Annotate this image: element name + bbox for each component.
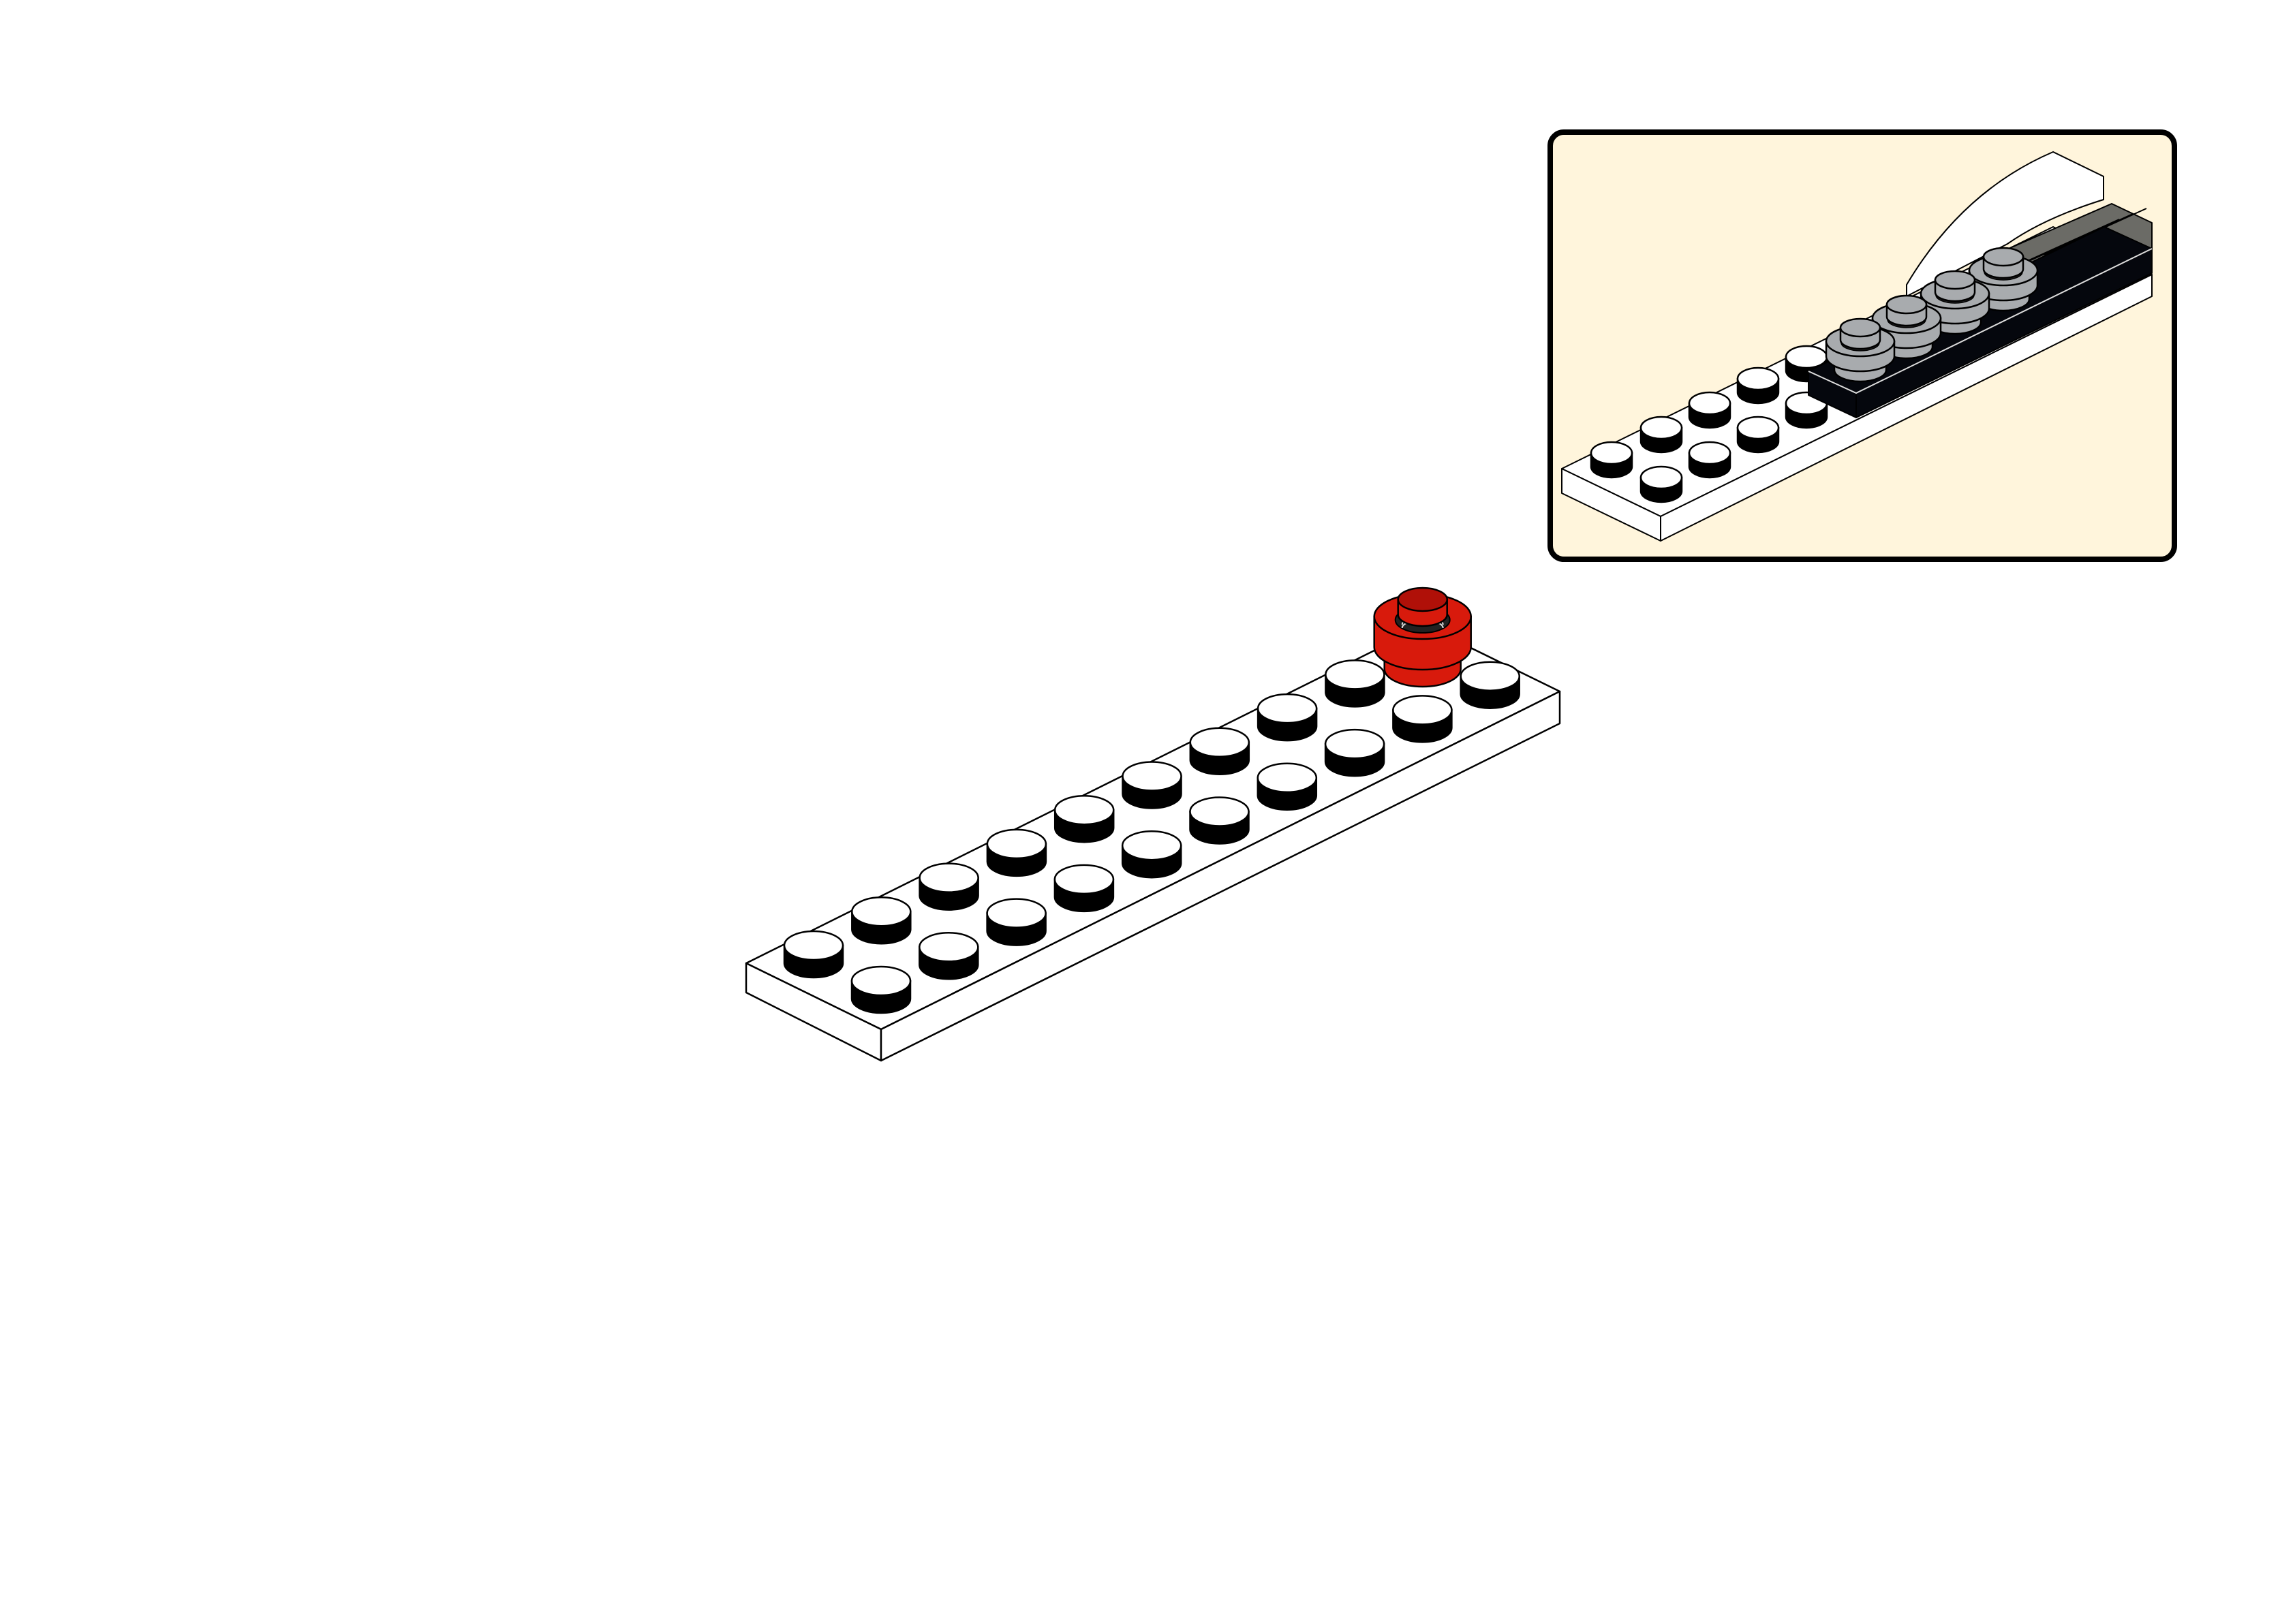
stud-top xyxy=(1053,794,1115,826)
stud-top xyxy=(1189,796,1250,827)
plate-stud xyxy=(986,828,1047,877)
plate-stud xyxy=(1053,864,1115,913)
plate-stud xyxy=(1189,796,1250,845)
stud-top xyxy=(1688,391,1731,416)
round-plate-stud xyxy=(1397,587,1448,627)
stud-top xyxy=(1590,441,1633,465)
inset-plate-stud xyxy=(1736,366,1780,405)
inset-plate-stud xyxy=(1736,416,1780,454)
stud-top xyxy=(1257,693,1318,724)
stud-top xyxy=(1934,270,1976,290)
stud-top xyxy=(986,898,1047,928)
inset-plate-stud xyxy=(1688,391,1731,429)
stud-top xyxy=(1122,761,1182,792)
plate-stud xyxy=(783,930,844,979)
stud-top xyxy=(986,828,1047,860)
plate-stud xyxy=(1189,727,1250,776)
stud-top xyxy=(1736,366,1780,391)
inset-gray-round-plate xyxy=(1825,317,1896,383)
inset-plate-front xyxy=(1660,274,2153,542)
plate-stud xyxy=(1257,693,1318,742)
stud-top xyxy=(1736,416,1780,440)
red-round-plate-new-part xyxy=(1373,587,1472,688)
black-edge-highlight xyxy=(1808,248,2153,394)
stud-top xyxy=(1885,294,1928,315)
callout-inset xyxy=(1547,129,2177,562)
main-assembly-step xyxy=(745,587,1561,1062)
plate-stud xyxy=(1392,695,1453,743)
stud-top xyxy=(1392,695,1453,725)
stud-top xyxy=(1460,661,1520,691)
stud-top xyxy=(851,896,912,927)
inset-gray-round-plate xyxy=(1920,270,1990,335)
gray-plate-stud xyxy=(1982,247,2024,279)
gray-plate-stud xyxy=(1885,294,1928,327)
plate-stud xyxy=(850,965,912,1014)
plate-stud xyxy=(919,932,979,980)
plate-stud xyxy=(1053,794,1115,843)
inset-gray-round-plate xyxy=(1871,294,1942,360)
stud-top xyxy=(1839,317,1881,338)
stud-top xyxy=(1324,728,1385,760)
stud-top xyxy=(1053,864,1115,895)
stud-top xyxy=(1982,247,2024,267)
stud-top xyxy=(1257,762,1318,794)
plate-stud xyxy=(1460,661,1520,709)
inset-plate-stud xyxy=(1590,441,1633,479)
plate-stud xyxy=(851,896,912,945)
plate-front-face xyxy=(880,690,1561,1062)
stud-top xyxy=(1189,727,1250,758)
inset-gray-round-plate xyxy=(1968,247,2039,312)
plate-stud xyxy=(919,862,979,911)
stud-top xyxy=(1639,465,1683,490)
inset-plate-stud xyxy=(1639,465,1683,503)
stud-top xyxy=(1688,441,1731,465)
stud-top xyxy=(1325,659,1385,690)
plate-stud xyxy=(1325,659,1385,708)
stud-top xyxy=(1639,416,1683,440)
plate-stud xyxy=(1122,761,1182,809)
stud-top xyxy=(783,930,844,961)
plate-stud xyxy=(1121,830,1182,879)
stud-top xyxy=(1397,587,1448,612)
stud-top xyxy=(1121,830,1182,861)
inset-plate-stud xyxy=(1639,416,1683,454)
gray-plate-stud xyxy=(1839,317,1881,350)
plate-stud xyxy=(986,898,1047,946)
plate-stud xyxy=(1324,728,1385,777)
inset-curved-slope xyxy=(1906,151,2104,298)
inset-plate-stud xyxy=(1688,441,1731,479)
stud-top xyxy=(919,932,979,963)
gray-plate-stud xyxy=(1934,270,1976,302)
plate-stud xyxy=(1257,762,1318,811)
stud-top xyxy=(919,862,979,893)
stud-top xyxy=(850,965,912,997)
